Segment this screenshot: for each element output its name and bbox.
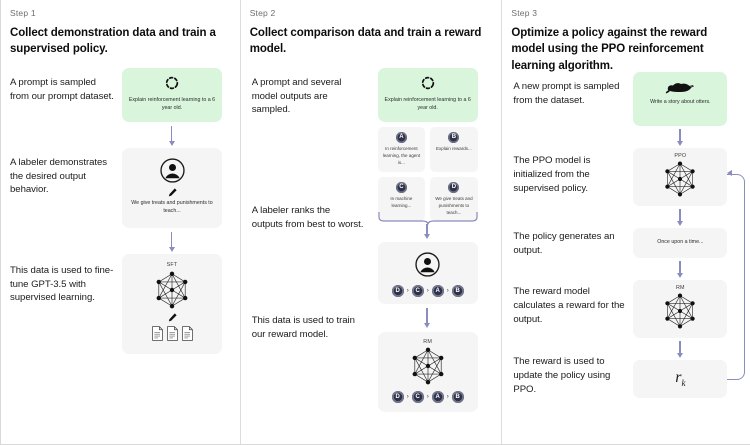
step-3-body: A new prompt is sampled from the dataset… [511,71,746,425]
step-2-label: Step 2 [249,8,276,18]
step-1-caption-1: A prompt is sampled from our prompt data… [10,76,114,102]
option-badge: B [448,131,460,143]
step-2-arrow-1 [423,223,432,239]
otter-icon [633,80,727,94]
step-3-rm-card: RM [633,279,728,338]
rank-badge-4: B [451,284,464,297]
step-1-title: Collect demonstration data and train a s… [10,27,216,56]
step-1-arrow-1 [167,125,176,146]
output-option-d: D We give treats and punishments to teac… [430,176,478,222]
step-1-column: Step 1 Collect demonstration data and tr… [1,0,240,444]
option-text: We give treats and punishments to teach.… [435,195,473,215]
step-2-brace [378,211,478,225]
step-2-column: Step 2 Collect comparison data and train… [239,0,502,444]
pen-icon [122,312,222,323]
step-3-ppo-card: PPO [633,147,728,206]
step-1-body: A prompt is sampled from our prompt data… [10,64,230,409]
step-3-arrow-4 [675,340,684,358]
neural-network-icon [633,292,727,330]
reward-symbol-sub: k [681,378,686,389]
step-1-prompt-text: Explain reinforcement learning to a 6 ye… [128,96,216,111]
rank-separator: › [446,393,449,400]
neural-network-icon [378,346,478,386]
rank-badge-3: A [431,390,444,403]
person-circle-icon [122,157,222,184]
option-badge: D [448,181,460,193]
rank-badge-4: B [451,390,464,403]
step-3-arrow-3 [675,260,684,278]
rank-badge-2: C [411,284,424,297]
step-2-title: Collect comparison data and train a rewa… [249,27,482,56]
rank-separator: › [406,393,409,400]
step-1-sft-tag: SFT [166,261,178,268]
step-2-caption-2: A labeler ranks the outputs from best to… [251,204,364,230]
step-3-label: Step 3 [511,8,538,18]
rank-badge-3: A [431,284,444,297]
step-1-sft-card: SFT [122,253,222,354]
pen-icon [122,187,222,198]
step-3-output-card: Once upon a time... [633,227,728,258]
step-2-caption-1: A prompt and several model outputs are s… [251,76,342,116]
step-2-ranking-card: D › C › A › B [377,241,478,304]
step-3-prompt-text: Write a story about otters. [650,98,711,105]
step-1-caption-3: This data is used to fine-tune GPT-3.5 w… [10,264,114,304]
step-2-ranking-row: D › C › A › B [378,284,478,297]
output-option-c: C In machine learning... [377,176,426,222]
step-2-reward-model-card: RM [377,331,478,412]
step-1-labeler-card: We give treats and punishments to teach.… [122,147,222,228]
step-3-arrow-2 [675,208,684,226]
dashed-circle-icon [122,75,222,91]
step-1-caption-2: A labeler demonstrates the desired outpu… [10,156,108,196]
step-1-labeler-text: We give treats and punishments to teach.… [131,199,213,214]
output-option-b: B Explain rewards... [430,126,478,172]
step-3-feedback-loop [727,173,746,380]
step-3-ppo-tag: PPO [674,152,687,159]
step-3-prompt-card: Write a story about otters. [633,71,728,126]
step-2-prompt-text: Explain reinforcement learning to a 6 ye… [384,96,471,111]
rank-separator: › [406,287,409,294]
option-text: In reinforcement learning, the agent is.… [382,145,421,165]
step-3-reward-card: rk [633,359,728,398]
neural-network-icon [633,160,727,198]
output-option-a: A In reinforcement learning, the agent i… [377,126,426,172]
step-3-caption-5: The reward is used to update the policy … [513,355,611,395]
option-badge: A [395,131,407,143]
step-2-arrow-2 [423,307,432,328]
step-3-caption-4: The reward model calculates a reward for… [513,285,625,325]
rank-separator: › [446,287,449,294]
rank-badge-1: D [391,390,404,403]
reward-symbol-base: r [675,369,682,387]
step-2-rm-tag: RM [423,338,433,345]
step-3-rm-tag: RM [675,284,685,291]
person-circle-icon [378,251,478,278]
step-3-output-text: Once upon a time... [657,239,704,246]
step-3-arrow-1 [675,128,684,146]
step-2-body: A prompt and several model outputs are s… [250,64,492,412]
step-2-rm-ranking-row: D › C › A › B [378,390,478,403]
option-text: In machine learning... [390,195,413,208]
rank-separator: › [426,287,429,294]
step-3-feedback-arrowhead [727,170,733,177]
documents-icon [122,325,222,341]
step-3-caption-3: The policy generates an output. [513,230,615,256]
step-3-caption-2: The PPO model is initialized from the su… [513,154,591,194]
step-2-outputs-grid: A In reinforcement learning, the agent i… [377,126,478,222]
dashed-circle-icon [378,75,478,91]
rank-separator: › [426,393,429,400]
option-text: Explain rewards... [436,145,472,151]
step-1-prompt-card: Explain reinforcement learning to a 6 ye… [122,67,222,122]
step-3-column: Step 3 Optimize a policy against the rew… [501,0,750,444]
step-3-title: Optimize a policy against the reward mod… [511,27,708,72]
step-1-label: Step 1 [10,8,36,18]
reward-symbol: rk [675,369,685,388]
step-2-caption-3: This data is used to train our reward mo… [251,314,355,340]
neural-network-icon [122,270,222,310]
option-badge: C [395,181,407,193]
rank-badge-2: C [411,390,424,403]
step-2-prompt-card: Explain reinforcement learning to a 6 ye… [377,67,478,122]
step-3-caption-1: A new prompt is sampled from the dataset… [513,80,620,106]
rank-badge-1: D [391,284,404,297]
step-1-arrow-2 [167,231,176,252]
